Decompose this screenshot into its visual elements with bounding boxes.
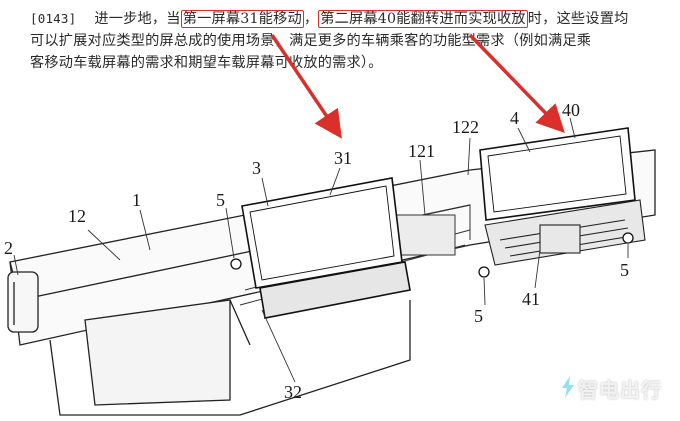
end-bracket xyxy=(7,271,39,333)
label-40: 40 xyxy=(562,100,580,120)
highlight-first-screen: 第一屏幕31能移动 xyxy=(180,10,304,28)
label-5b: 5 xyxy=(620,260,629,280)
label-12: 12 xyxy=(68,206,86,226)
leader-lines xyxy=(13,117,629,383)
line1-suffix: 时，这些设置均 xyxy=(527,11,629,27)
highlight-second-screen: 第二屏幕40能翻转进而实现收放 xyxy=(318,10,528,28)
label-31: 31 xyxy=(334,148,352,168)
watermark-text: 智电出行 xyxy=(578,378,662,402)
label-4: 4 xyxy=(510,108,519,128)
label-41: 41 xyxy=(522,289,540,309)
second-screen xyxy=(479,127,636,221)
paragraph-number: [0143] xyxy=(30,11,77,26)
lightning-bolt-icon xyxy=(561,375,575,402)
label-122: 122 xyxy=(452,117,479,137)
label-5a: 5 xyxy=(216,190,225,210)
first-screen xyxy=(241,177,411,319)
watermark: 智电出行 xyxy=(561,374,662,403)
flip-mechanism xyxy=(484,199,646,266)
line1-prefix: 进一步地，当 xyxy=(94,11,181,27)
label-2: 2 xyxy=(4,238,13,258)
label-32: 32 xyxy=(284,382,302,402)
reference-numerals: 2 12 1 5 3 31 121 122 4 40 5 41 5 32 xyxy=(4,100,629,402)
paragraph-line-1: [0143] 进一步地，当第一屏幕31能移动，第二屏幕40能翻转进而实现收放时，这… xyxy=(30,8,670,30)
paragraph-line-2: 可以扩展对应类型的屏总成的使用场景，满足更多的车辆乘客的功能型需求（例如满足乘 xyxy=(30,33,592,49)
label-121: 121 xyxy=(408,141,435,161)
label-5c: 5 xyxy=(474,306,483,326)
mounting-bolts xyxy=(230,232,634,278)
line1-comma: ， xyxy=(303,11,319,27)
label-1: 1 xyxy=(132,190,141,210)
annotation-arrows xyxy=(270,33,565,139)
label-3: 3 xyxy=(252,158,261,178)
